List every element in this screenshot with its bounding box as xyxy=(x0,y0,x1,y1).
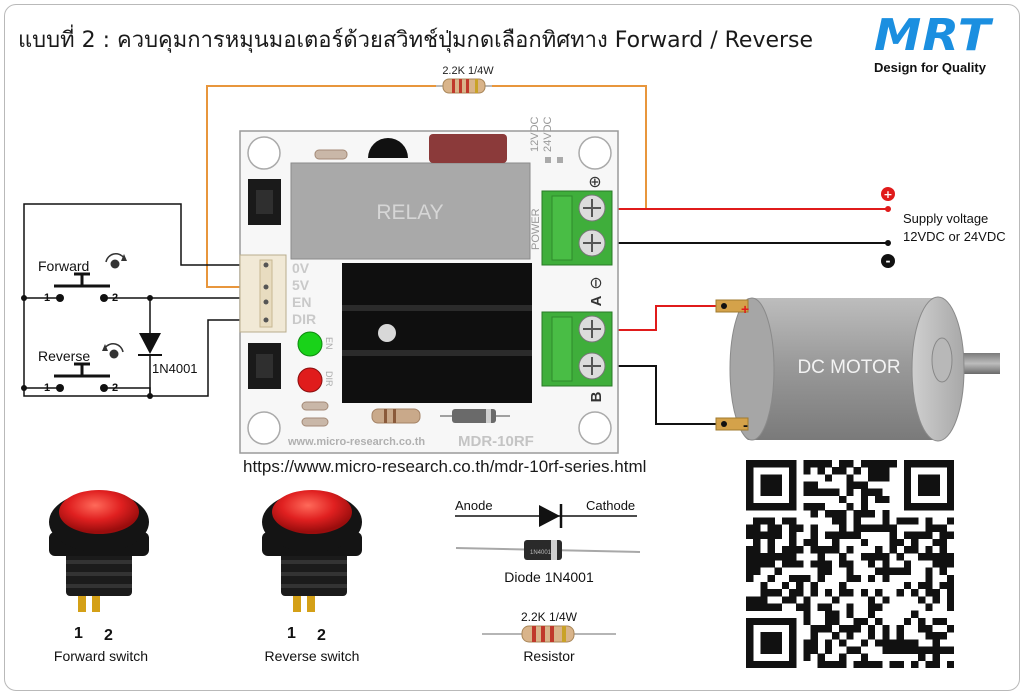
mrt-logo: MRT Design for Quality xyxy=(872,10,1006,80)
diode-illustration xyxy=(455,540,641,560)
resistor-top-label: 2.2K 1/4W xyxy=(442,65,494,77)
pin-label-en: EN xyxy=(292,294,311,310)
logo-tagline: Design for Quality xyxy=(874,60,986,75)
reverse-switch-caption: Reverse switch xyxy=(265,648,360,664)
transistor xyxy=(368,138,408,158)
capacitor xyxy=(429,134,507,163)
voltage-label-12: 12VDC xyxy=(529,116,541,152)
supply-voltage-label: Supply voltage xyxy=(903,211,988,226)
pin-label-5v: 5V xyxy=(292,277,310,293)
supply-voltage-range: 12VDC or 24VDC xyxy=(903,229,1006,244)
diode-body-text: 1N4001 xyxy=(530,550,552,556)
reverse-switch-illustration xyxy=(262,490,362,612)
svg-text:1: 1 xyxy=(287,625,296,642)
motor-plus-label: + xyxy=(741,301,749,317)
led-en xyxy=(297,331,323,357)
terminal-a-label: A xyxy=(588,295,605,306)
anode-label: Anode xyxy=(455,498,493,513)
mount-hole xyxy=(578,411,612,445)
resistor-top xyxy=(436,78,492,94)
junction-dot xyxy=(147,393,153,399)
diode-symbol-large xyxy=(455,504,637,528)
pin-label-dir: DIR xyxy=(292,311,316,327)
voltage-label-24: 24VDC xyxy=(542,116,554,152)
junction-dot xyxy=(21,295,27,301)
cathode-label: Cathode xyxy=(586,498,635,513)
product-url[interactable]: https://www.micro-research.co.th/mdr-10r… xyxy=(243,457,647,476)
motor-minus-label: - xyxy=(743,417,748,434)
mount-hole xyxy=(247,136,281,170)
mount-hole xyxy=(578,136,612,170)
power-label: POWER xyxy=(530,208,542,250)
mdr-10rf-board xyxy=(239,130,619,454)
diode-symbol xyxy=(139,333,161,354)
rev-pin1: 1 xyxy=(44,382,50,394)
svg-text:-: - xyxy=(886,254,891,268)
page-title: แบบที่ 2 : ควบคุมการหมุนมอเตอร์ด้วยสวิทช… xyxy=(18,28,814,53)
board-model: MDR-10RF xyxy=(458,433,534,450)
svg-text:1: 1 xyxy=(74,625,83,642)
motor-label: DC MOTOR xyxy=(797,357,900,378)
reverse-switch-symbol xyxy=(54,362,110,392)
led-en-label: EN xyxy=(324,337,334,350)
relay-label: RELAY xyxy=(376,201,443,224)
resistor-value-label: 2.2K 1/4W xyxy=(521,610,578,624)
logo-mark: MRT xyxy=(874,10,992,61)
plus-terminal-icon: ⊕ xyxy=(588,172,601,191)
board-website: www.micro-research.co.th xyxy=(287,436,425,448)
junction-dot xyxy=(147,295,153,301)
heatsink-screw xyxy=(378,324,396,342)
reverse-label: Reverse xyxy=(38,348,90,364)
resistor-caption: Resistor xyxy=(523,648,575,664)
supply-minus-icon xyxy=(881,254,895,268)
relay-body xyxy=(290,162,531,260)
dc-motor xyxy=(715,296,1000,442)
junction-dot xyxy=(21,385,27,391)
rotate-counterclockwise-icon xyxy=(102,343,124,359)
rev-pin2: 2 xyxy=(112,382,118,394)
forward-switch-caption: Forward switch xyxy=(54,648,148,664)
svg-text:+: + xyxy=(883,188,892,201)
terminal-b-label: B xyxy=(588,391,605,402)
diode-label: 1N4001 xyxy=(152,361,198,376)
svg-text:2: 2 xyxy=(104,627,113,644)
orange-wire-left xyxy=(206,85,440,288)
minus-terminal-icon: ⊖ xyxy=(586,276,605,289)
motor-negative-wire xyxy=(607,365,724,425)
heatsink xyxy=(342,263,532,403)
supply-plus-icon xyxy=(881,187,895,201)
motor-positive-wire xyxy=(607,305,724,331)
fwd-pin1: 1 xyxy=(44,292,50,304)
fwd-pin2: 2 xyxy=(112,292,118,304)
diode-caption: Diode 1N4001 xyxy=(504,569,594,585)
led-dir-label: DIR xyxy=(324,371,334,387)
forward-label: Forward xyxy=(38,258,89,274)
led-dir xyxy=(297,367,323,393)
svg-text:2: 2 xyxy=(317,627,326,644)
forward-switch-illustration xyxy=(49,490,149,612)
rotate-clockwise-icon xyxy=(105,253,127,269)
forward-switch-symbol xyxy=(54,272,110,302)
resistor-illustration xyxy=(482,625,616,643)
mount-hole xyxy=(247,411,281,445)
qr-code[interactable] xyxy=(746,460,954,668)
pin-label-0v: 0V xyxy=(292,260,310,276)
